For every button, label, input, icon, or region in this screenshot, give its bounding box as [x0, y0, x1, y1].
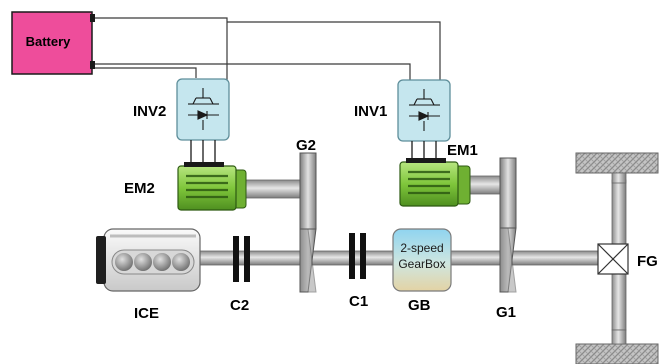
gb-label: GB	[408, 297, 431, 314]
battery-icon	[11, 11, 93, 75]
wheels	[575, 152, 659, 364]
g2-label: G2	[296, 137, 316, 154]
inv2-label: INV2	[133, 103, 166, 120]
motor-em2: EM2	[124, 162, 307, 211]
igbt-symbol	[188, 88, 219, 130]
em2-label: EM2	[124, 180, 155, 197]
clutch-icon	[233, 236, 239, 282]
wheel-icon	[575, 152, 659, 174]
clutch-c2: C2	[230, 236, 250, 314]
gear-icon	[499, 157, 517, 229]
gear-g1: G1	[496, 157, 517, 321]
clutch-c1: C1	[349, 233, 368, 310]
final-gear: FG	[597, 243, 658, 275]
inverter-2: INV2	[133, 78, 230, 141]
battery: Battery	[11, 11, 95, 75]
gear-icon	[299, 152, 317, 230]
igbt-symbol	[409, 89, 440, 131]
wheel-icon	[575, 343, 659, 364]
gearbox-line1: 2-speed	[400, 241, 443, 255]
gearbox-icon	[392, 228, 452, 292]
inverter-1: INV1	[354, 79, 451, 142]
engine-ice: ICE	[96, 228, 201, 322]
electric-motor-icon	[177, 165, 237, 211]
gearbox-line2: GearBox	[398, 257, 445, 271]
battery-terminal-pos	[90, 14, 95, 22]
g1-label: G1	[496, 304, 516, 321]
em1-label: EM1	[447, 142, 478, 159]
inv1-label: INV1	[354, 103, 387, 120]
battery-label: Battery	[26, 34, 72, 49]
c1-label: C1	[349, 293, 368, 310]
gear-g2: G2	[296, 137, 317, 293]
motor-em1: EM1	[399, 142, 503, 207]
motor-shaft-em1	[465, 175, 503, 195]
motor-shaft-em2	[243, 179, 307, 199]
c2-label: C2	[230, 297, 249, 314]
gearbox: 2-speed GearBox GB	[392, 228, 452, 314]
electric-motor-icon	[399, 161, 459, 207]
fg-label: FG	[637, 253, 658, 270]
ice-label: ICE	[134, 305, 159, 322]
battery-terminal-neg	[90, 61, 95, 69]
clutch-icon	[349, 233, 355, 279]
